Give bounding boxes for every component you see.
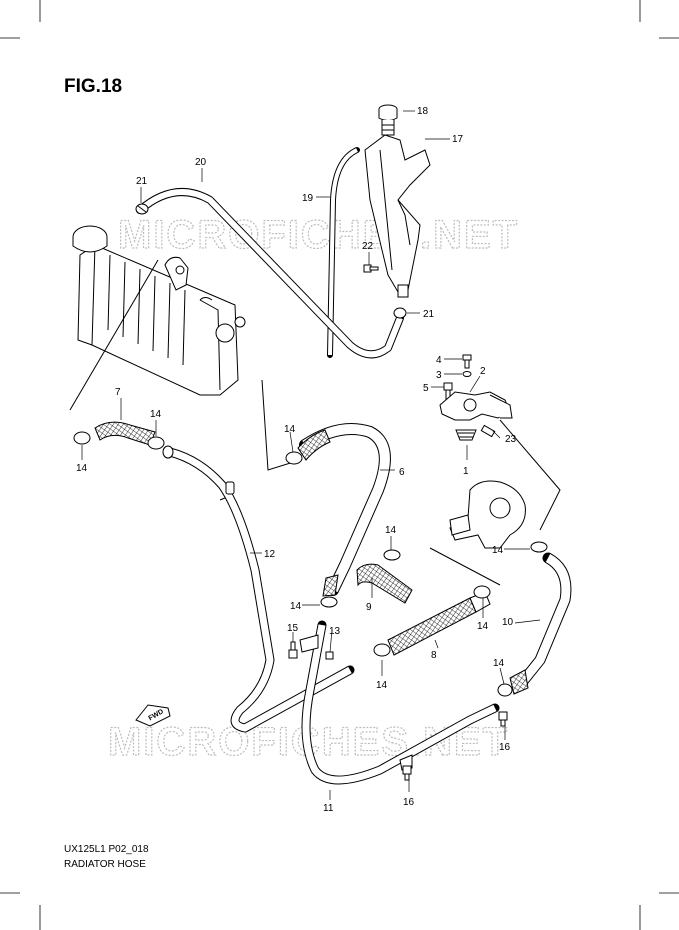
water-pump-cover	[449, 480, 526, 549]
hose-6-upper-grip	[297, 429, 331, 461]
hose-12-inner	[169, 448, 352, 732]
hose-11-bracket	[299, 634, 319, 653]
callout-22: 22	[362, 241, 374, 252]
sensor-23	[480, 424, 496, 438]
hose-6-lower-grip	[322, 574, 339, 597]
callout-14-b: 14	[76, 463, 88, 474]
clamp-14-hose8-right	[473, 585, 491, 599]
callout-10: 10	[502, 617, 514, 628]
clamp-14-hose10-lower	[497, 683, 513, 697]
clamp-14-hose8-left	[373, 643, 391, 657]
callout-15: 15	[287, 623, 299, 634]
hose-10-grip	[509, 669, 529, 695]
callout-12: 12	[264, 549, 276, 560]
leader-lines	[81, 110, 541, 800]
clamp-14-hose10-upper	[530, 541, 548, 553]
clamp-14-hose6-lower	[320, 596, 338, 608]
callout-14-c: 14	[284, 424, 296, 435]
callout-14-g: 14	[492, 545, 504, 556]
callout-21-lower: 21	[423, 309, 435, 320]
bolt-22	[363, 264, 379, 273]
callout-14-i: 14	[493, 658, 505, 669]
callout-13: 13	[329, 626, 341, 637]
callout-18: 18	[417, 106, 429, 117]
hose-20-inner	[138, 189, 403, 358]
callout-11: 11	[323, 803, 334, 814]
clamp-21-lower	[393, 307, 407, 319]
callout-1: 1	[463, 466, 469, 477]
callout-20: 20	[195, 157, 207, 168]
hose-12-end	[162, 445, 174, 459]
bolt-15	[288, 641, 298, 659]
callouts: 18 17 20 21 19 22 21 4 3 5 2 23 1 7 14 1…	[76, 106, 517, 814]
radiator	[72, 225, 246, 396]
reserve-tank	[364, 134, 431, 298]
hose-7	[94, 421, 156, 446]
callout-8: 8	[431, 650, 437, 661]
callout-17: 17	[452, 134, 464, 145]
figure-code: UX125L1 P02_018	[64, 844, 149, 855]
bolt-13	[325, 651, 334, 660]
callout-21-upper: 21	[136, 176, 148, 187]
callout-2: 2	[480, 366, 486, 377]
figure-name: RADIATOR HOSE	[64, 859, 146, 870]
bolt-16-bottom	[402, 765, 412, 781]
hose-10-inner	[516, 554, 571, 688]
clamp-21-upper	[135, 203, 149, 215]
breather-hose-19-inner	[328, 148, 358, 356]
callout-3: 3	[436, 370, 442, 381]
watermark-top: MICROFICHES.NET	[118, 213, 519, 257]
callout-6: 6	[399, 467, 405, 478]
callout-14-d: 14	[385, 525, 397, 536]
clamp-14-hose7-left	[73, 431, 91, 445]
bolt-4	[462, 354, 472, 369]
hose-6-inner	[302, 424, 390, 593]
hose-9	[356, 563, 413, 604]
thermostat-1	[455, 429, 477, 441]
callout-7: 7	[115, 387, 121, 398]
hose-11-inner	[302, 624, 497, 784]
callout-14-e: 14	[290, 601, 302, 612]
reference-lines	[69, 259, 561, 586]
callout-19: 19	[302, 193, 314, 204]
callout-16-right: 16	[499, 742, 511, 753]
hose-12-bracket	[225, 481, 235, 495]
clamp-14-hose9	[383, 549, 401, 561]
callout-14-f: 14	[477, 621, 489, 632]
callout-14-a: 14	[150, 409, 162, 420]
callout-5: 5	[423, 383, 429, 394]
callout-16-bottom: 16	[403, 797, 415, 808]
clamp-14-hose7-right	[147, 436, 165, 450]
callout-23: 23	[505, 434, 517, 445]
thermostat-housing	[439, 391, 513, 421]
fwd-arrow: FWD	[135, 704, 171, 727]
callout-4: 4	[436, 355, 442, 366]
clamp-14-hose6-upper	[285, 451, 303, 465]
callout-9: 9	[366, 602, 372, 613]
bolt-16-right	[498, 711, 508, 727]
callout-14-h: 14	[376, 680, 388, 691]
figure-title: FIG.18	[64, 76, 122, 97]
reserve-tank-cap	[378, 104, 398, 136]
washer-3	[462, 371, 472, 377]
